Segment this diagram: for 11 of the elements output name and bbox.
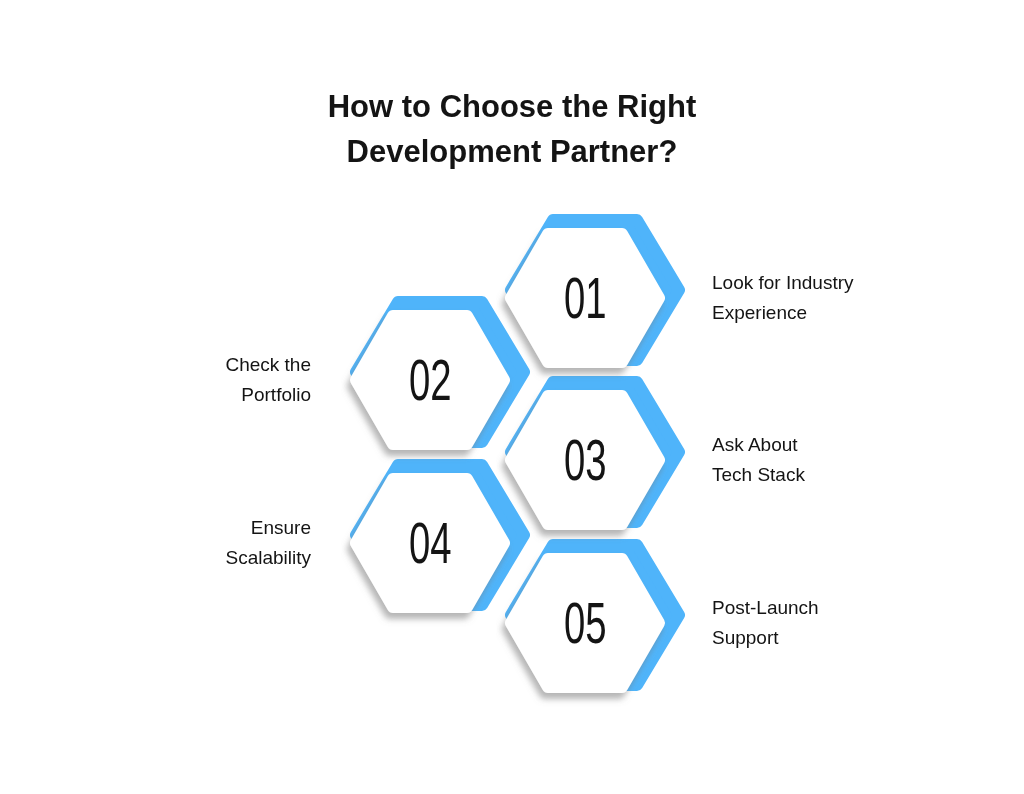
step-number: 05 xyxy=(563,591,607,655)
step-label: Ask About Tech Stack xyxy=(712,433,806,487)
step-label: Ensure Scalability xyxy=(224,516,311,570)
step-label: Look for Industry Experience xyxy=(712,271,855,325)
title: How to Choose the Right Development Partner? xyxy=(326,88,698,171)
step-number: 03 xyxy=(563,428,607,492)
step-number: 04 xyxy=(408,511,452,575)
step-label: Check the Portfolio xyxy=(224,353,311,407)
step-number: 01 xyxy=(563,266,607,330)
step-label: Post-Launch Support xyxy=(712,596,820,650)
step-number: 02 xyxy=(408,348,452,412)
